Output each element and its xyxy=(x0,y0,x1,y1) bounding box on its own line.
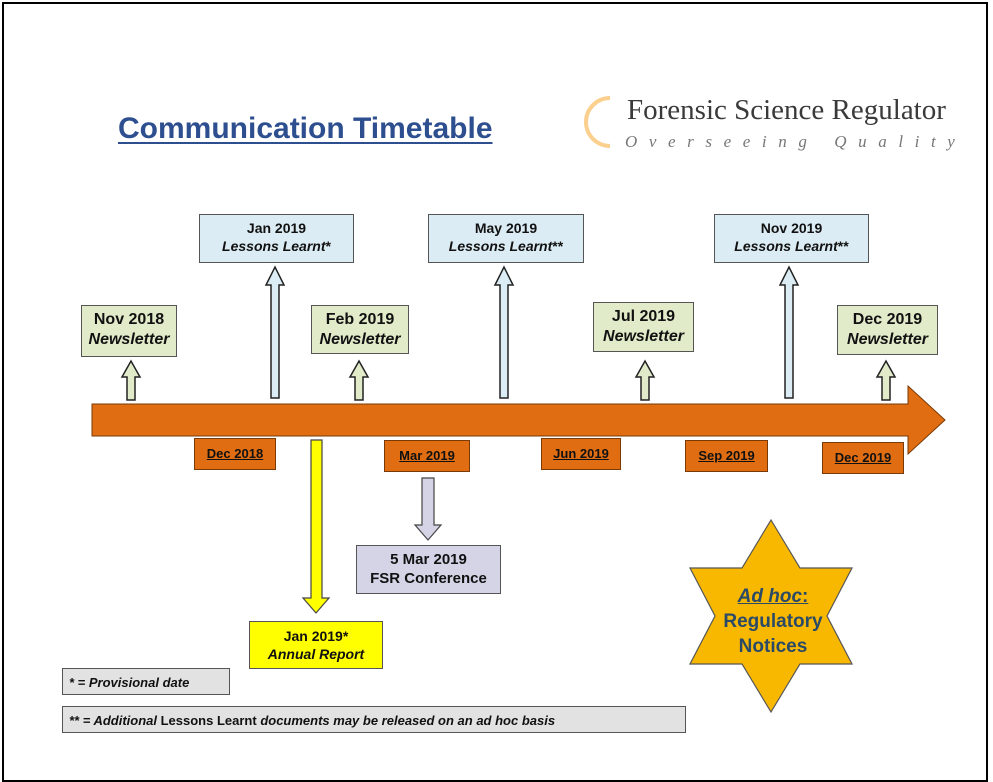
newsletter-date: Nov 2018 xyxy=(93,311,165,328)
adhoc-notice: Ad hoc: Regulatory Notices xyxy=(698,584,848,659)
month-jun2019: Jun 2019 xyxy=(541,438,621,470)
newsletter-date: Feb 2019 xyxy=(325,311,395,328)
timeline-arrow xyxy=(91,384,946,456)
adhoc-colon: : xyxy=(802,586,809,607)
lessons-box-jan2019: Jan 2019 Lessons Learnt* xyxy=(199,214,354,263)
newsletter-arrow-nov2018 xyxy=(120,359,142,401)
newsletter-arrow-feb2019 xyxy=(348,359,370,401)
annual-report-label: Annual Report xyxy=(267,646,365,662)
lessons-arrow-jan2019 xyxy=(264,265,286,399)
newsletter-box-nov2018: Nov 2018 Newsletter xyxy=(81,305,177,357)
lessons-box-may2019: May 2019 Lessons Learnt** xyxy=(428,214,584,263)
fsr-logo-icon xyxy=(584,90,618,154)
annual-report-date: Jan 2019* xyxy=(283,628,349,644)
month-mar2019: Mar 2019 xyxy=(384,440,470,472)
adhoc-heading: Ad hoc xyxy=(737,586,803,607)
conference-date: 5 Mar 2019 xyxy=(390,551,467,568)
lessons-date: May 2019 xyxy=(474,220,538,236)
lessons-label: Lessons Learnt xyxy=(448,238,553,254)
page-title: Communication Timetable xyxy=(118,112,493,145)
lessons-arrow-nov2019 xyxy=(778,265,800,399)
logo-name: Forensic Science Regulator xyxy=(627,94,946,126)
note-provisional: * = Provisional date xyxy=(62,668,230,695)
newsletter-label: Newsletter xyxy=(847,331,928,348)
lessons-label: Lessons Learnt xyxy=(734,238,838,254)
lessons-mark: * xyxy=(325,238,331,254)
note-additional-prefix: ** = Additional xyxy=(69,713,161,728)
conference-box: 5 Mar 2019 FSR Conference xyxy=(356,545,501,594)
month-dec2019: Dec 2019 xyxy=(822,442,904,474)
lessons-box-nov2019: Nov 2019 Lessons Learnt** xyxy=(714,214,869,263)
newsletter-arrow-dec2019 xyxy=(875,359,897,401)
lessons-mark: ** xyxy=(837,238,849,254)
lessons-date: Nov 2019 xyxy=(760,220,823,236)
lessons-mark: ** xyxy=(552,238,564,254)
note-additional-mid: Lessons Learnt xyxy=(160,713,257,728)
newsletter-date: Dec 2019 xyxy=(852,311,923,328)
newsletter-label: Newsletter xyxy=(88,331,170,348)
newsletter-arrow-jul2019 xyxy=(634,359,656,401)
lessons-arrow-may2019 xyxy=(493,265,515,399)
conference-label: FSR Conference xyxy=(370,570,487,587)
month-dec2018: Dec 2018 xyxy=(194,438,276,470)
newsletter-date: Jul 2019 xyxy=(611,308,676,325)
month-sep2019: Sep 2019 xyxy=(685,440,768,472)
newsletter-box-dec2019: Dec 2019 Newsletter xyxy=(837,305,938,355)
logo-tagline: Overseeing Quality xyxy=(625,132,967,151)
annual-report-box: Jan 2019* Annual Report xyxy=(249,621,383,669)
newsletter-box-jul2019: Jul 2019 Newsletter xyxy=(593,302,694,352)
lessons-date: Jan 2019 xyxy=(246,220,307,236)
newsletter-label: Newsletter xyxy=(603,328,684,345)
note-additional: ** = Additional Lessons Learnt documents… xyxy=(62,706,686,733)
newsletter-label: Newsletter xyxy=(319,331,401,348)
adhoc-line1: Regulatory xyxy=(723,611,823,632)
newsletter-box-feb2019: Feb 2019 Newsletter xyxy=(311,305,409,354)
conference-arrow xyxy=(413,477,443,541)
lessons-label: Lessons Learnt xyxy=(222,238,326,254)
adhoc-line2: Notices xyxy=(738,636,808,657)
note-additional-suffix: documents may be released on an ad hoc b… xyxy=(256,713,556,728)
adhoc-star xyxy=(689,518,853,714)
annual-report-arrow xyxy=(301,439,331,614)
